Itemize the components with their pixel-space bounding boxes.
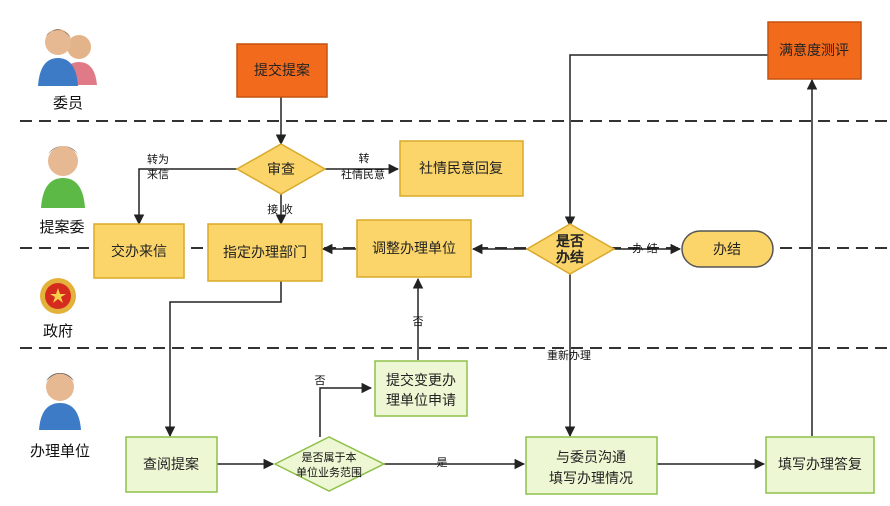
- node-assign-dept: 指定办理部门: [207, 223, 323, 282]
- edge-scope-change: [319, 382, 373, 437]
- lane-member: 委员: [38, 29, 97, 112]
- node-assign-dept-label: 指定办理部门: [223, 245, 307, 261]
- node-scope-label-1: 是否属于本: [302, 450, 357, 464]
- node-read-proposal-label: 查阅提案: [143, 456, 199, 473]
- node-satisfaction-label: 满意度测评: [779, 42, 849, 59]
- node-submit: 提交提案: [236, 43, 328, 98]
- edge-label-to-letter-2: 来信: [147, 168, 169, 181]
- node-submit-label: 提交提案: [254, 62, 310, 79]
- node-is-done: 是否 办结: [525, 223, 616, 275]
- node-forward-letter: 交办来信: [93, 223, 185, 279]
- edge-review-letter: [133, 168, 237, 226]
- edge-label-no-scope: 否: [315, 374, 326, 387]
- edge-label-no-adjust: 否: [413, 315, 424, 328]
- node-review: 审查: [235, 143, 327, 195]
- edge-label-to-letter-1: 转为: [147, 152, 169, 166]
- lane-label-member: 委员: [53, 94, 83, 112]
- edge-satisfaction-isdone: [564, 54, 768, 228]
- node-scope: 是否属于本 单位业务范围: [273, 436, 386, 492]
- edge-assign-read: [164, 281, 282, 438]
- node-satisfaction: 满意度测评: [767, 21, 862, 80]
- lane-committee: 提案委: [39, 146, 85, 236]
- person-icon: [39, 373, 81, 430]
- edge-label-to-social-1: 转: [359, 151, 370, 165]
- node-is-done-label-2: 办结: [556, 249, 584, 266]
- node-change-request-label-1: 提交变更办: [386, 372, 456, 389]
- person-icon: [41, 146, 85, 208]
- edge-label-redo: 重新办理: [547, 348, 591, 362]
- edge-label-finish: 办 结: [632, 242, 658, 255]
- edge-label-to-social-2: 社情民意: [341, 167, 385, 181]
- edge-labels: 转为 来信 转 社情民意 接 收 否 否 是 办 结 重新办理: [147, 151, 658, 469]
- node-done-label: 办结: [713, 242, 741, 258]
- node-social-reply: 社情民意回复: [399, 140, 524, 197]
- connectors: [133, 54, 818, 470]
- people-icon: [38, 29, 97, 86]
- node-fill-reply: 填写办理答复: [765, 436, 875, 494]
- node-communicate-label-1: 与委员沟通: [556, 450, 626, 466]
- lane-label-committee: 提案委: [39, 218, 84, 236]
- node-communicate-label-2: 填写办理情况: [549, 471, 633, 487]
- node-fill-reply-label: 填写办理答复: [778, 456, 862, 473]
- node-is-done-label-1: 是否: [556, 234, 584, 250]
- edge-label-accept: 接 收: [267, 202, 293, 216]
- node-forward-letter-label: 交办来信: [111, 243, 167, 260]
- emblem-icon: [40, 278, 76, 314]
- lane-government: 政府: [40, 278, 76, 340]
- edge-label-yes-scope: 是: [437, 456, 448, 469]
- node-scope-label-2: 单位业务范围: [296, 465, 362, 479]
- node-read-proposal: 查阅提案: [125, 436, 218, 493]
- node-change-request-label-2: 理单位申请: [386, 393, 456, 409]
- node-adjust-unit-label: 调整办理单位: [372, 241, 456, 257]
- lane-label-unit: 办理单位: [30, 442, 90, 460]
- node-adjust-unit: 调整办理单位: [356, 219, 472, 278]
- node-change-request: 提交变更办 理单位申请: [374, 360, 468, 417]
- lane-unit: 办理单位: [30, 373, 90, 460]
- lane-label-government: 政府: [43, 322, 73, 340]
- node-communicate: 与委员沟通 填写办理情况: [525, 436, 658, 495]
- node-social-reply-label: 社情民意回复: [419, 160, 503, 177]
- node-done: 办结: [681, 230, 774, 268]
- node-review-label: 审查: [267, 162, 295, 178]
